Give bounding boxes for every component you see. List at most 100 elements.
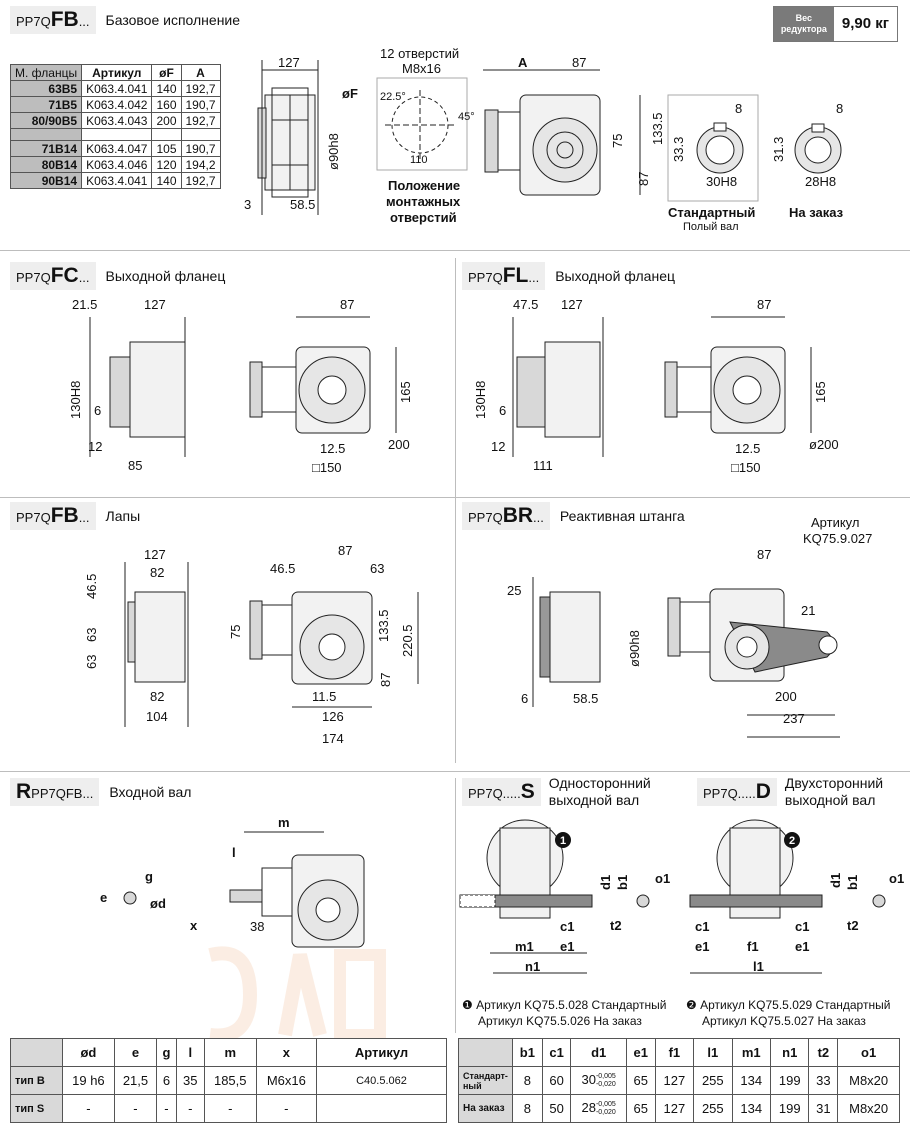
top-drawings: 127 øF ø90h8 3 58.5 12 отверстий M8x16 2… <box>244 46 844 233</box>
br-dim-200: 200 <box>775 689 797 704</box>
cell-d: - <box>62 1094 115 1123</box>
br-drawings: Артикул KQ75.9.027 25 ø90h8 6 58.5 87 21… <box>507 515 872 738</box>
s-note-text-1: Артикул KQ75.5.028 Стандартный <box>476 998 667 1012</box>
holes-title-2: M8x16 <box>402 61 441 76</box>
fb-dim-133-5: 133.5 <box>376 609 391 642</box>
r-label-x: x <box>190 918 198 933</box>
d-note-line-1: ❷ Артикул KQ75.5.029 Стандартный <box>686 998 891 1012</box>
s-note-line-1: ❶ Артикул KQ75.5.028 Стандартный <box>462 998 667 1012</box>
cell-n1: 199 <box>770 1066 810 1095</box>
cell-x: - <box>255 1094 318 1123</box>
shaft-header-m1: m1 <box>731 1038 772 1067</box>
holes-angle-2: 45° <box>458 111 475 123</box>
table-row: Стандарт-ный 8 60 30-0,005-0,020 65 127 … <box>458 1066 900 1095</box>
d-label-b1: b1 <box>845 875 860 890</box>
a-cell: 190,7 <box>180 140 221 157</box>
watermark-logo <box>208 946 386 1043</box>
d1-value: 30 <box>581 1072 596 1088</box>
cell-e1: 65 <box>625 1066 656 1095</box>
std-dim-33-3: 33.3 <box>671 137 686 162</box>
model-prefix: PP7Q <box>16 14 51 29</box>
br-dim-25: 25 <box>507 583 521 598</box>
fl-dim-200: ø200 <box>809 437 839 452</box>
separator-3 <box>0 771 910 772</box>
fb-dim-126: 126 <box>322 709 344 724</box>
input-header-g: g <box>156 1038 177 1067</box>
model-description: Односторонний выходной вал <box>548 775 651 808</box>
ord-dim-8: 8 <box>836 101 843 116</box>
d1-tolerance: -0,005-0,020 <box>596 1073 616 1089</box>
dim-87-a: 87 <box>572 55 586 70</box>
f-cell: 140 <box>151 80 182 97</box>
d-label-t2: t2 <box>847 918 859 933</box>
fc-drawings: 21.5 127 130H8 6 12 85 87 165 12.5 200 □… <box>68 297 413 475</box>
fb-dim-220-5: 220.5 <box>400 624 415 657</box>
br-dim-87: 87 <box>757 547 771 562</box>
model-code: BR <box>502 504 534 527</box>
r-dim-38: 38 <box>250 919 264 934</box>
holes-title-1: 12 отверстий <box>380 46 459 61</box>
cell-d1: 28-0,005-0,020 <box>570 1094 627 1123</box>
flange-cell: 63B5 <box>9 80 83 97</box>
std-dim-30h8: 30H8 <box>706 174 737 189</box>
holes-angle-1: 22.5° <box>380 91 406 103</box>
header-s: PP7Q.....S Односторонний выходной вал <box>462 775 667 809</box>
cell-e1: 65 <box>625 1094 656 1123</box>
shaft-header-c1: c1 <box>541 1038 572 1067</box>
cell-g: - <box>156 1094 177 1123</box>
row-label: Стандарт-ный <box>458 1066 513 1095</box>
cell-c1: 60 <box>541 1066 572 1095</box>
dim-a: A <box>518 55 528 70</box>
header-d: PP7Q.....D Двухсторонний выходной вал <box>697 775 895 809</box>
separator-1 <box>0 250 910 251</box>
header-a: A <box>180 64 221 81</box>
article-cell: K063.4.042 <box>81 96 153 113</box>
model-suffix: ... <box>528 270 540 285</box>
s-label-o1: o1 <box>655 871 670 886</box>
fc-dim-165: 165 <box>398 381 413 403</box>
fc-dim-12-5: 12.5 <box>320 441 345 456</box>
ord-dim-31-3: 31.3 <box>771 137 786 162</box>
model-code: S <box>520 780 535 803</box>
fb-dim-46-5-b: 46.5 <box>270 561 295 576</box>
cell-m: - <box>203 1094 257 1123</box>
fb-dim-11-5: 11.5 <box>312 689 336 704</box>
mounting-holes-diagram <box>376 77 468 171</box>
ord-dim-28h8: 28H8 <box>805 174 836 189</box>
table-row: 71B14 K063.4.047 105 190,7 <box>9 140 221 157</box>
br-dim-90h8: ø90h8 <box>627 630 642 667</box>
table-row: 80/90B5 K063.4.043 200 192,7 <box>9 112 221 129</box>
article-cell: K063.4.041 <box>81 172 153 189</box>
tol-up: -0,005 <box>595 1072 616 1080</box>
fb-dim-87-b: 87 <box>378 673 393 687</box>
model-description: Выходной фланец <box>105 268 226 284</box>
model-prefix: PP7Q..... <box>703 786 756 801</box>
shaft-header-blank <box>458 1038 513 1067</box>
model-prefix: PP7Q <box>16 510 51 525</box>
fl-drawings: 47.5 127 130H8 6 12 111 87 165 12.5 ø200… <box>473 297 839 475</box>
f-cell: 140 <box>151 172 182 189</box>
holes-caption-1: Положение <box>388 178 460 193</box>
table-row: 71B5 K063.4.042 160 190,7 <box>9 96 221 113</box>
input-header-e: e <box>113 1038 158 1067</box>
model-suffix: ... <box>533 510 544 525</box>
r-label-d: ød <box>150 896 166 911</box>
cell-f1: 127 <box>654 1066 695 1095</box>
r-label-l: l <box>232 845 236 860</box>
fb-dim-63-c: 63 <box>370 561 384 576</box>
br-dim-6: 6 <box>521 691 528 706</box>
f-cell: 160 <box>151 96 182 113</box>
model-code-box: PP7Q.....S <box>462 778 541 806</box>
r-label-m: m <box>278 815 290 830</box>
model-suffix: ... <box>78 270 90 285</box>
shaft-header-f1: f1 <box>654 1038 695 1067</box>
input-header-d: ød <box>62 1038 115 1067</box>
fl-dim-130h8: 130H8 <box>473 381 488 419</box>
fc-dim-87: 87 <box>340 297 354 312</box>
model-suffix: ... <box>82 786 94 801</box>
